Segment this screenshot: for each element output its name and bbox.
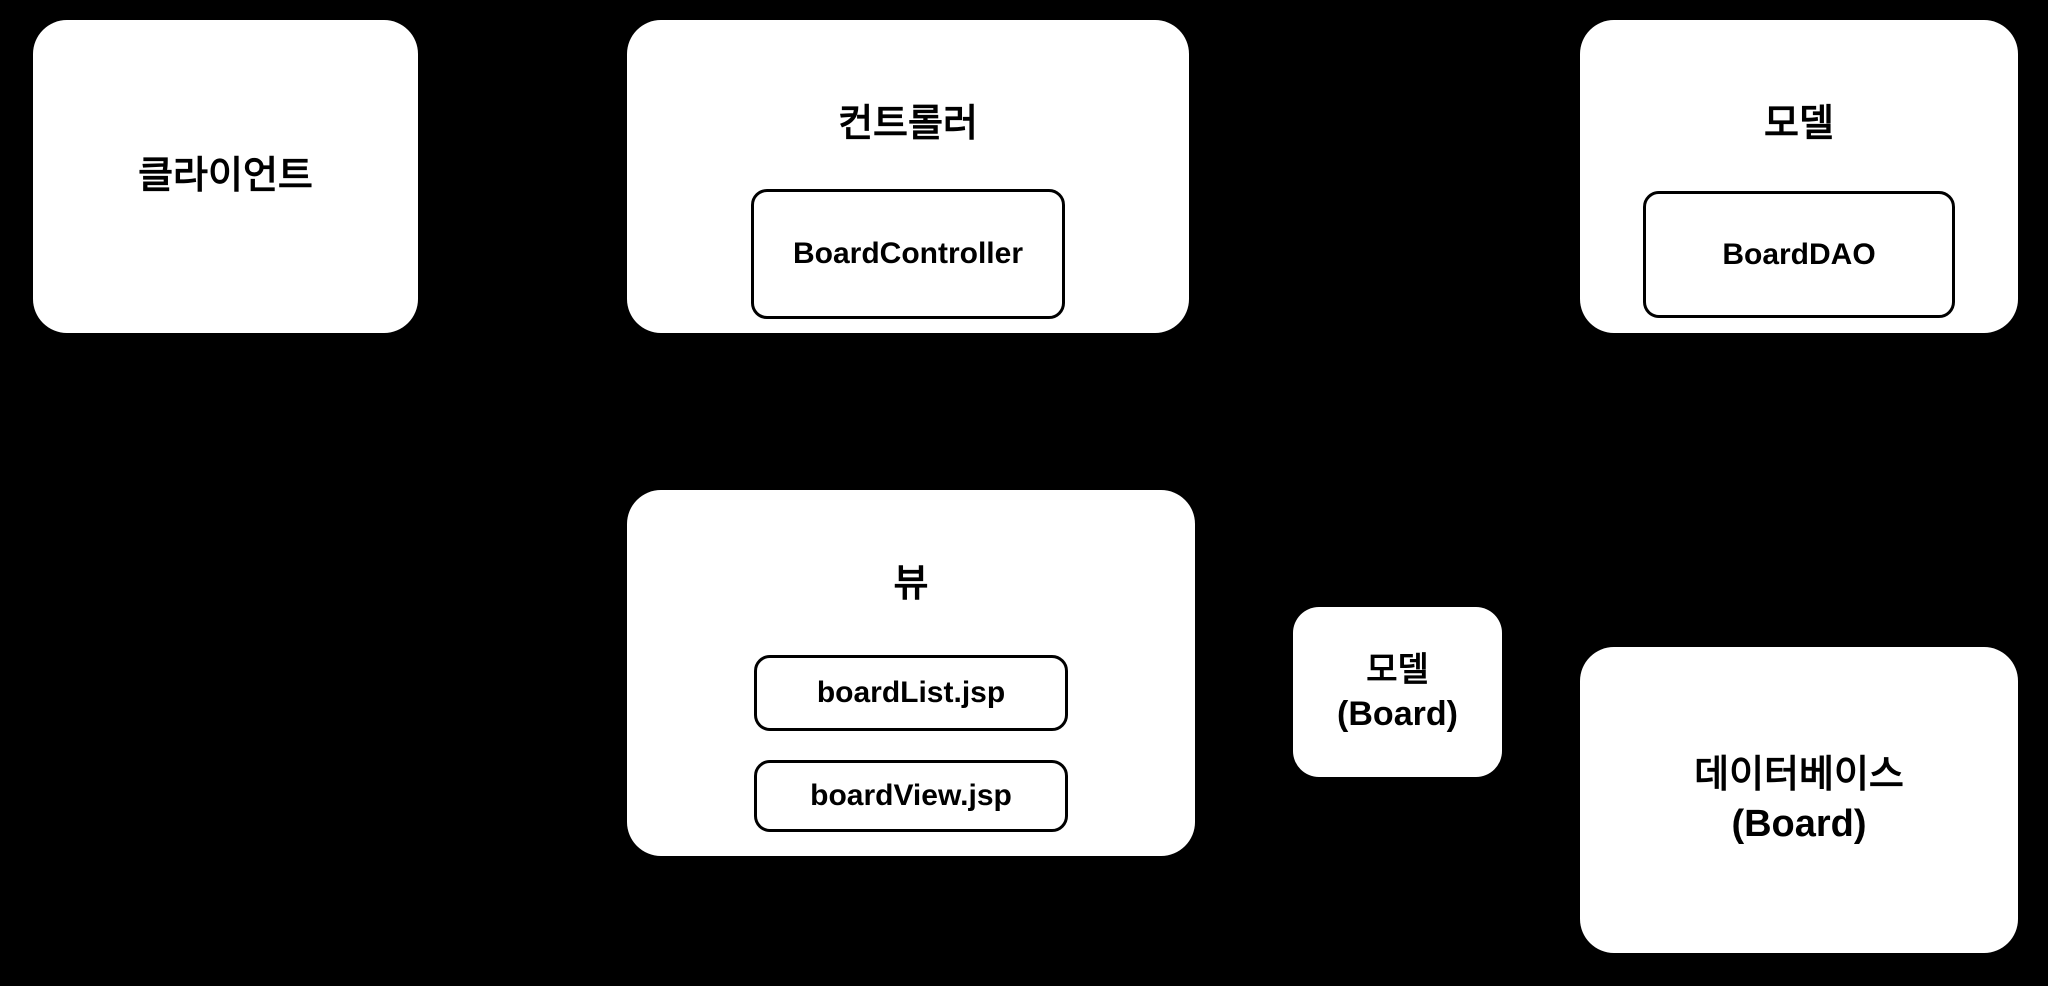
board-controller-label: BoardController	[792, 237, 1023, 270]
database-node: 데이터베이스 (Board)	[1580, 647, 2018, 953]
database-label-line2: (Board)	[1731, 803, 1867, 845]
model-node-title: 모델	[1764, 103, 1834, 145]
board-view-jsp-box: boardView.jsp	[754, 760, 1068, 832]
board-list-jsp-label: boardList.jsp	[816, 676, 1006, 709]
board-controller-box: BoardController	[751, 189, 1065, 319]
client-node-label: 클라이언트	[138, 154, 313, 197]
board-dao-label: BoardDAO	[1722, 237, 1876, 271]
model-board-label-line1: 모델	[1366, 650, 1429, 689]
controller-node: 컨트롤러 BoardController	[627, 20, 1189, 333]
model-board-label-line2: (Board)	[1337, 695, 1458, 733]
view-node-title: 뷰	[893, 563, 929, 605]
view-node: 뷰 boardList.jsp boardView.jsp	[627, 490, 1195, 856]
board-list-jsp-box: boardList.jsp	[754, 655, 1068, 731]
board-view-jsp-label: boardView.jsp	[810, 779, 1012, 812]
model-node: 모델 BoardDAO	[1580, 20, 2018, 333]
controller-node-title: 컨트롤러	[838, 103, 978, 145]
model-board-node: 모델 (Board)	[1293, 607, 1502, 777]
board-dao-box: BoardDAO	[1643, 191, 1955, 318]
client-node: 클라이언트	[33, 20, 418, 333]
database-label-line1: 데이터베이스	[1694, 753, 1904, 796]
